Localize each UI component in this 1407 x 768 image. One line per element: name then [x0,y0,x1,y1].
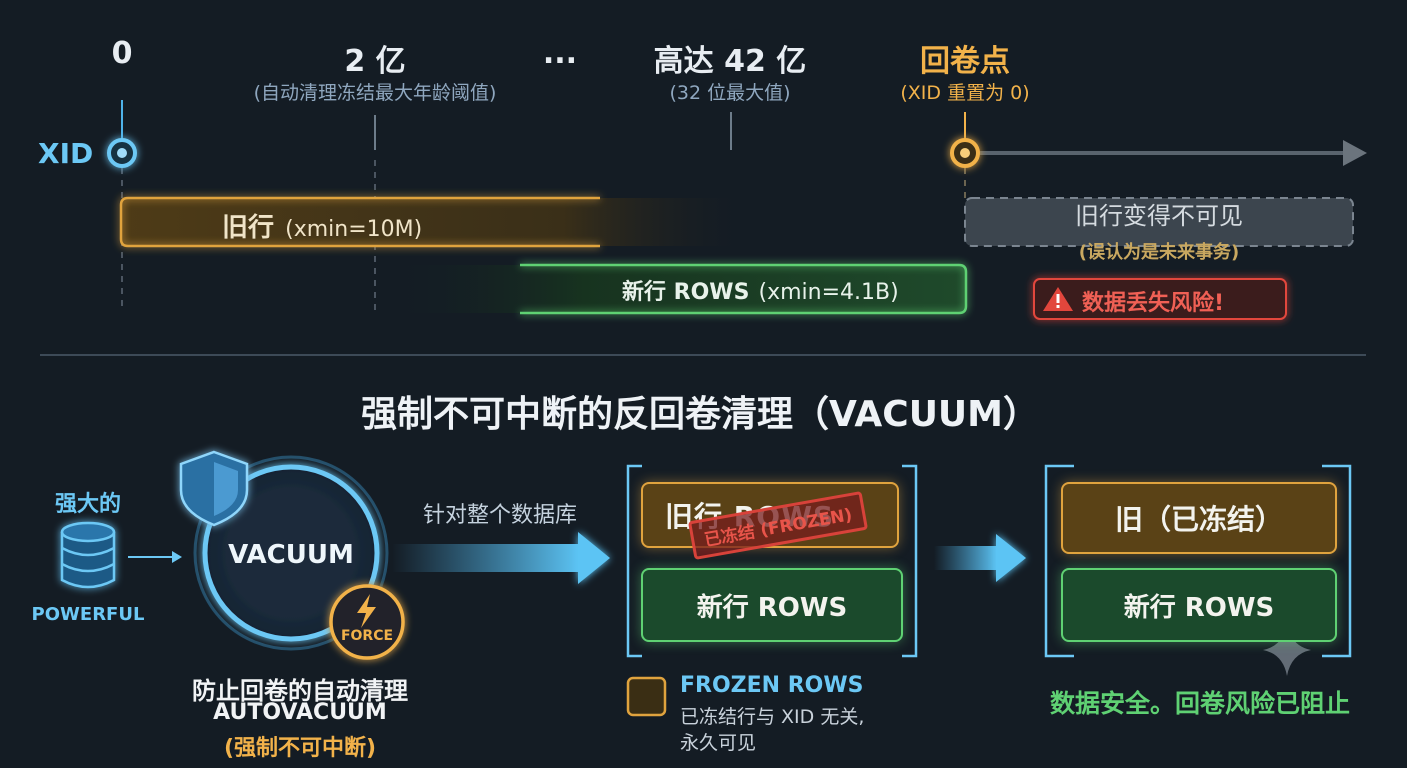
main-arrow-head [578,532,610,584]
main-arrow-shaft [392,544,580,572]
legend-line-2: 永久可见 [680,732,757,754]
vacuum-circle-outer [193,455,389,651]
tick-4-label: 回卷点 [920,44,1010,79]
middle-new-row-text: 新行 ROWS [696,592,848,623]
right-new-row-box: 新行 ROWS [1061,568,1337,642]
tick-1-label: 2 亿 [344,44,406,79]
new-row-bar [378,265,966,313]
warning-icon-bar [1056,294,1060,303]
tick-3-sub: (32 位最大值) [669,82,791,104]
timeline-arrowhead [1343,140,1367,166]
tick-3-label: 高达 42 亿 [653,44,807,79]
invisible-row-title: 旧行变得不可见 [1075,202,1243,230]
shield-icon [179,450,249,527]
middle-bracket-left [626,464,642,658]
vacuum-circle-label: VACUUM [228,540,354,570]
database-icon [60,521,116,589]
vacuum-caption-1: 防止回卷的自动清理 [192,677,408,705]
old-row-label: 旧行 (xmin=10M) [222,207,422,244]
second-arrow-shaft [934,546,998,570]
tick-0-label: 0 [111,36,133,71]
force-badge [329,584,405,660]
result-text: 数据安全。回卷风险已阻止 [1049,689,1350,718]
old-row-title: 旧行 [222,213,275,243]
sparkle-icon [1263,624,1311,676]
right-bracket-right [1322,464,1352,658]
old-row-detail: (xmin=10M) [285,217,423,242]
arrow-label: 针对整个数据库 [422,503,577,528]
middle-bracket-right [902,464,918,658]
second-arrow-head [996,534,1026,582]
xid-axis-label: XID [38,137,94,170]
new-row-bar-border [520,263,968,315]
invisible-row-box [964,197,1354,247]
db-bottom-label: POWERFUL [31,604,145,625]
vacuum-circle [202,464,380,642]
right-old-row-text: 旧（已冻结） [1114,503,1283,536]
legend-title: FROZEN ROWS [680,673,864,698]
wrap-node-core [960,148,970,158]
vacuum-caption-2: AUTOVACUUM [213,700,387,725]
tick-2-label: ... [542,36,578,71]
tick-1-sub: (自动清理冻结最大年龄阈值) [253,82,497,104]
warning-icon-dot [1056,305,1060,308]
old-row-bar-border [119,196,600,248]
new-row-detail: (xmin=4.1B) [758,280,899,305]
warning-badge-box [1033,278,1287,320]
tick-4-sub: (XID 重置为 0) [900,82,1030,104]
force-label: FORCE [340,628,394,644]
vacuum-caption-3: (强制不可中断) [223,736,377,761]
new-row-title: 新行 ROWS [622,280,750,305]
origin-node-core [117,148,127,158]
legend-swatch [626,676,667,717]
legend-line-1: 已冻结行与 XID 无关, [680,706,865,728]
vacuum-title: 强制不可中断的反回卷清理（VACUUM） [361,394,1039,435]
lightning-icon [357,594,376,628]
warning-text: 数据丢失风险! [1082,291,1225,316]
invisible-row-detail: (误认为是未来事务) [1078,242,1240,263]
right-bracket-left [1044,464,1074,658]
middle-new-row-box: 新行 ROWS [641,568,903,642]
right-new-row-text: 新行 ROWS [1123,592,1275,623]
db-top-label: 强大的 [54,492,121,517]
old-row-bar [121,198,753,246]
right-old-row-box: 旧（已冻结） [1061,482,1337,554]
new-row-label: 新行 ROWS (xmin=4.1B) [622,274,899,306]
db-arrow-head [172,551,182,563]
